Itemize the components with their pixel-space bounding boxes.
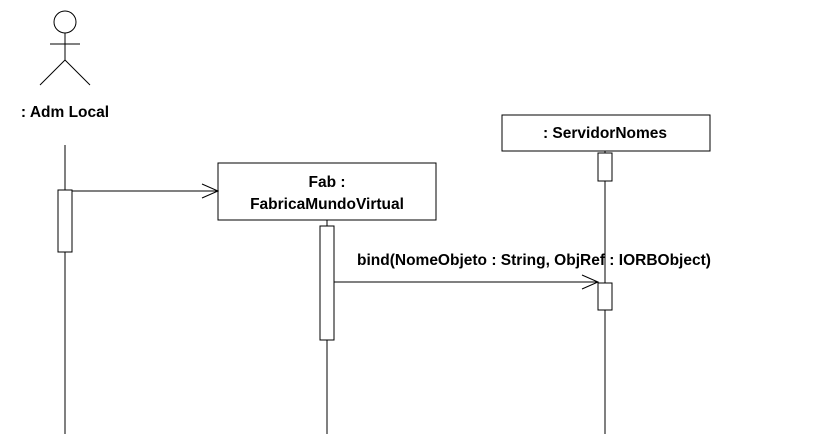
actor-adm-local: : Adm Local [21,10,109,121]
object-servidor-label: : ServidorNomes [543,125,667,142]
actor-left-leg [39,59,66,86]
actor-head [53,10,77,34]
object-fab-name: Fab : [308,174,345,191]
arrowhead-icon [581,274,600,290]
object-box-servidor [501,114,711,152]
arrowhead-icon [201,183,220,199]
message-create-fab [72,183,220,199]
activation-adm-local [57,189,73,253]
actor-label: : Adm Local [21,104,109,121]
message-bind-label: bind(NomeObjeto : String, ObjRef : IORBO… [357,252,711,269]
activation-servidor-1 [597,152,613,182]
object-box-fab [217,162,437,221]
object-servidor-nomes: : ServidorNomes [501,114,711,152]
activation-servidor-2 [597,282,613,311]
object-fab: Fab : FabricaMundoVirtual [217,162,437,221]
object-fab-class: FabricaMundoVirtual [250,196,404,213]
activation-fab [319,225,335,341]
message-bind: bind(NomeObjeto : String, ObjRef : IORBO… [334,252,711,290]
actor-right-leg [64,59,91,86]
